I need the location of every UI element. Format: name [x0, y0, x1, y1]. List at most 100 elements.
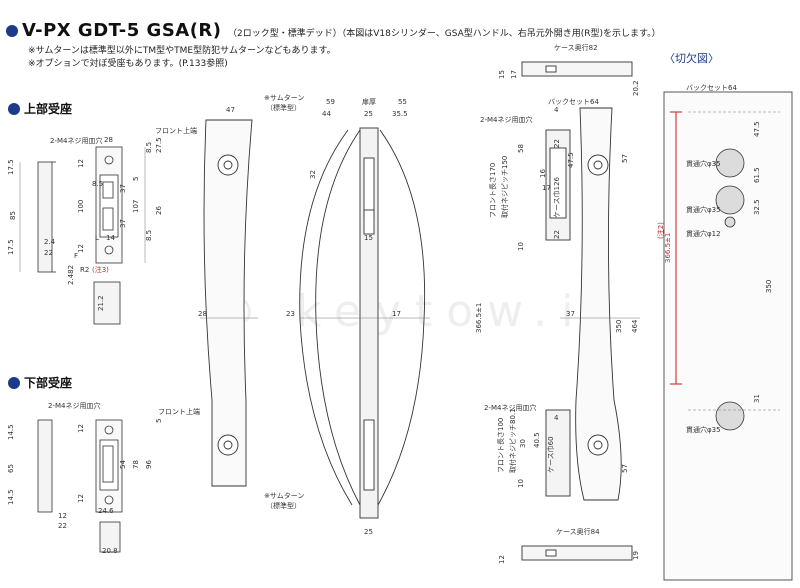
svg-text:19: 19 — [632, 551, 640, 560]
svg-text:2-M4ネジ用皿穴: 2-M4ネジ用皿穴 — [50, 136, 102, 145]
svg-text:12: 12 — [77, 159, 85, 168]
svg-text:2-M4ネジ用皿穴: 2-M4ネジ用皿穴 — [48, 401, 100, 410]
bullet-dot-icon — [6, 25, 18, 37]
svg-text:17: 17 — [542, 184, 551, 192]
product-title: V-PX GDT-5 GSA(R) — [22, 20, 222, 41]
svg-text:10: 10 — [517, 242, 525, 251]
svg-text:（標準型）: （標準型） — [266, 501, 301, 510]
svg-text:20.2: 20.2 — [632, 80, 640, 96]
svg-text:12: 12 — [77, 244, 85, 253]
svg-text:（標準型）: （標準型） — [266, 103, 301, 112]
cutaway-drawing — [663, 91, 793, 581]
svg-text:フロント上端: フロント上端 — [155, 126, 197, 135]
svg-text:23: 23 — [286, 310, 295, 318]
svg-text:12: 12 — [77, 424, 85, 433]
svg-text:17.5: 17.5 — [7, 239, 15, 255]
cutaway-dims: バックセット64 貫通穴φ35 貫通穴φ35 貫通穴φ12 貫通穴φ35 (注2… — [656, 84, 773, 434]
svg-text:フロント上端: フロント上端 — [158, 407, 200, 416]
section-cutaway: 〈切欠図〉 — [664, 52, 719, 65]
watermark: @ keytow.i — [210, 286, 588, 337]
lower-strike-dims: 2-M4ネジ用皿穴 フロント上端 14.5 65 14.5 12 12 54 7… — [7, 401, 200, 555]
svg-text:17: 17 — [392, 310, 401, 318]
svg-text:22: 22 — [553, 139, 561, 148]
svg-text:58: 58 — [517, 144, 525, 153]
svg-text:L: L — [95, 234, 99, 242]
svg-text:F: F — [74, 252, 78, 260]
svg-text:取付ネジピッチ150: 取付ネジピッチ150 — [500, 156, 509, 218]
svg-text:54: 54 — [119, 460, 127, 469]
svg-text:4: 4 — [554, 414, 559, 422]
svg-text:8.5: 8.5 — [92, 180, 103, 188]
svg-text:25: 25 — [364, 528, 373, 536]
product-subtitle: （2ロック型・標準デッド）（本図はV18シリンダー、GSA型ハンドル、右吊元外開… — [228, 29, 661, 39]
svg-text:65: 65 — [7, 464, 15, 473]
svg-text:貫通穴φ35: 貫通穴φ35 — [686, 159, 721, 168]
svg-text:フロント長さ170: フロント長さ170 — [489, 163, 497, 218]
svg-text:貫通穴φ35: 貫通穴φ35 — [686, 425, 721, 434]
svg-text:10: 10 — [517, 479, 525, 488]
note-thumbturn: ※サムターンは標準型以外にTM型やTME型防犯サムターンなどもあります。 — [28, 46, 336, 56]
svg-text:37: 37 — [119, 219, 127, 228]
svg-text:2.4: 2.4 — [44, 238, 56, 246]
upper-strike-drawing — [19, 146, 146, 325]
svg-text:25: 25 — [364, 110, 373, 118]
header: V-PX GDT-5 GSA(R) （2ロック型・標準デッド）（本図はV18シリ… — [0, 0, 800, 80]
svg-text:ケース奥行84: ケース奥行84 — [556, 527, 600, 536]
svg-text:28: 28 — [104, 136, 113, 144]
svg-text:12: 12 — [498, 555, 506, 564]
svg-text:32.5: 32.5 — [753, 199, 761, 215]
svg-text:取付ネジピッチ80.1: 取付ネジピッチ80.1 — [508, 408, 517, 473]
svg-text:47: 47 — [226, 106, 235, 114]
svg-text:47.5: 47.5 — [753, 121, 761, 137]
svg-text:12: 12 — [77, 494, 85, 503]
bullet-dot-icon — [8, 103, 20, 115]
svg-text:16: 16 — [539, 169, 547, 178]
svg-text:26: 26 — [155, 206, 163, 215]
section-lower-strike: 下部受座 — [24, 376, 73, 390]
svg-text:14.5: 14.5 — [7, 489, 15, 505]
svg-text:15: 15 — [498, 70, 506, 79]
svg-text:61.5: 61.5 — [753, 167, 761, 183]
svg-text:30: 30 — [519, 439, 527, 448]
svg-text:バックセット64: バックセット64 — [548, 98, 599, 106]
svg-text:35.5: 35.5 — [392, 110, 408, 118]
svg-text:※サムターン: ※サムターン — [264, 491, 304, 500]
svg-text:464: 464 — [631, 319, 639, 333]
svg-text:22: 22 — [553, 230, 561, 239]
svg-text:貫通穴φ12: 貫通穴φ12 — [686, 229, 721, 238]
svg-text:32: 32 — [309, 170, 317, 179]
svg-text:20.8: 20.8 — [102, 547, 118, 555]
svg-text:17.5: 17.5 — [7, 159, 15, 175]
svg-text:40.5: 40.5 — [533, 432, 541, 448]
svg-text:ケース巾126: ケース巾126 — [552, 176, 561, 218]
svg-text:55: 55 — [398, 98, 407, 106]
svg-text:17: 17 — [510, 70, 518, 79]
svg-text:12: 12 — [58, 512, 67, 520]
svg-text:27.5: 27.5 — [155, 137, 163, 153]
svg-text:85: 85 — [9, 211, 17, 220]
svg-text:31: 31 — [753, 394, 761, 403]
svg-text:44: 44 — [322, 110, 331, 118]
svg-text:366.5±1: 366.5±1 — [664, 233, 672, 263]
svg-text:57: 57 — [621, 464, 629, 473]
svg-text:扉厚: 扉厚 — [362, 97, 376, 106]
center-dims: 47 ※サムターン （標準型） 59 44 扉厚 25 35.5 55 32 1… — [198, 93, 408, 536]
svg-text:47.5: 47.5 — [567, 152, 575, 168]
svg-text:5: 5 — [155, 419, 163, 423]
svg-text:2.482: 2.482 — [67, 265, 75, 285]
svg-text:14.5: 14.5 — [7, 424, 15, 440]
svg-text:4: 4 — [554, 106, 559, 114]
svg-text:(注2): (注2) — [656, 222, 665, 239]
svg-text:14: 14 — [106, 234, 115, 242]
svg-text:96: 96 — [145, 460, 153, 469]
svg-text:24.6: 24.6 — [98, 507, 114, 515]
svg-text:8.5: 8.5 — [145, 142, 153, 153]
svg-text:R2: R2 — [80, 266, 89, 274]
svg-text:貫通穴φ35: 貫通穴φ35 — [686, 205, 721, 214]
side-handle-drawing — [299, 127, 430, 519]
bullet-dot-icon — [8, 377, 20, 389]
svg-text:22: 22 — [44, 249, 53, 257]
svg-text:22: 22 — [58, 522, 67, 530]
svg-text:59: 59 — [326, 98, 335, 106]
